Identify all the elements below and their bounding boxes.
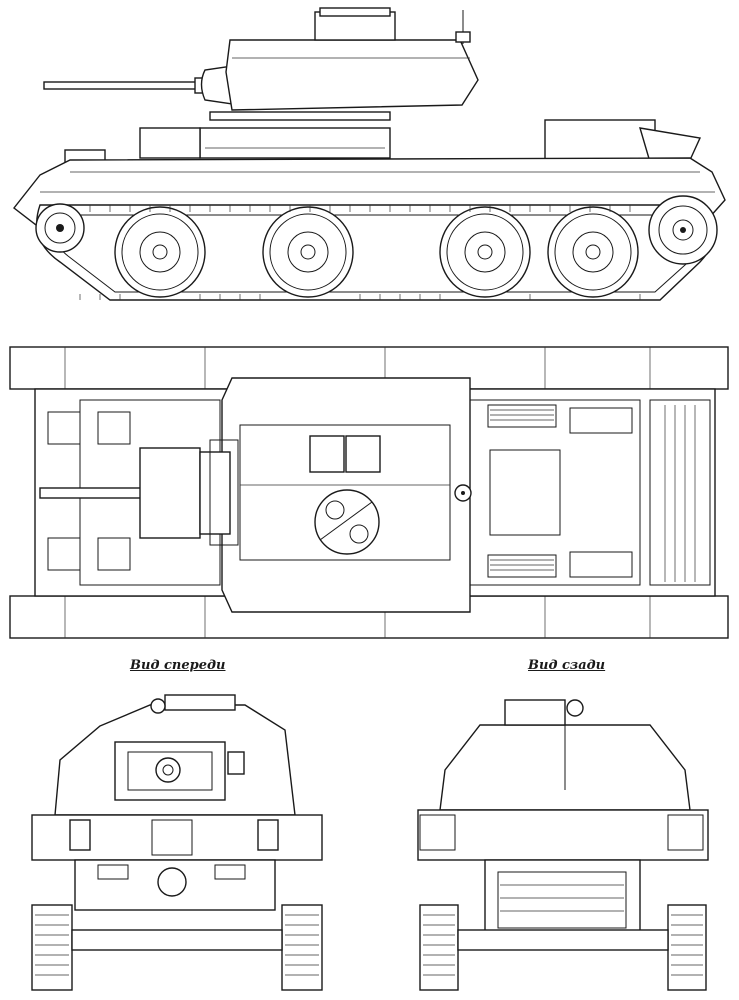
rear-view bbox=[417, 699, 709, 991]
top-view bbox=[9, 346, 729, 639]
front-right-track bbox=[281, 904, 323, 991]
side-view bbox=[13, 7, 726, 301]
side-road-wheel-1 bbox=[114, 206, 206, 298]
rear-hull bbox=[417, 809, 709, 861]
rear-left-track bbox=[419, 904, 459, 991]
side-road-wheel-2 bbox=[262, 206, 354, 298]
side-mantlet bbox=[200, 65, 233, 105]
top-cupola bbox=[314, 489, 380, 555]
side-road-wheel-3 bbox=[439, 206, 531, 298]
side-turret bbox=[225, 39, 479, 111]
rear-view-caption: Вид сзади bbox=[528, 658, 606, 673]
front-view-caption: Вид спереди bbox=[130, 658, 226, 673]
side-gun-barrel bbox=[43, 81, 205, 90]
rear-right-track bbox=[667, 904, 707, 991]
front-view bbox=[31, 694, 323, 991]
front-left-track bbox=[31, 904, 73, 991]
side-road-wheel-4 bbox=[547, 206, 639, 298]
